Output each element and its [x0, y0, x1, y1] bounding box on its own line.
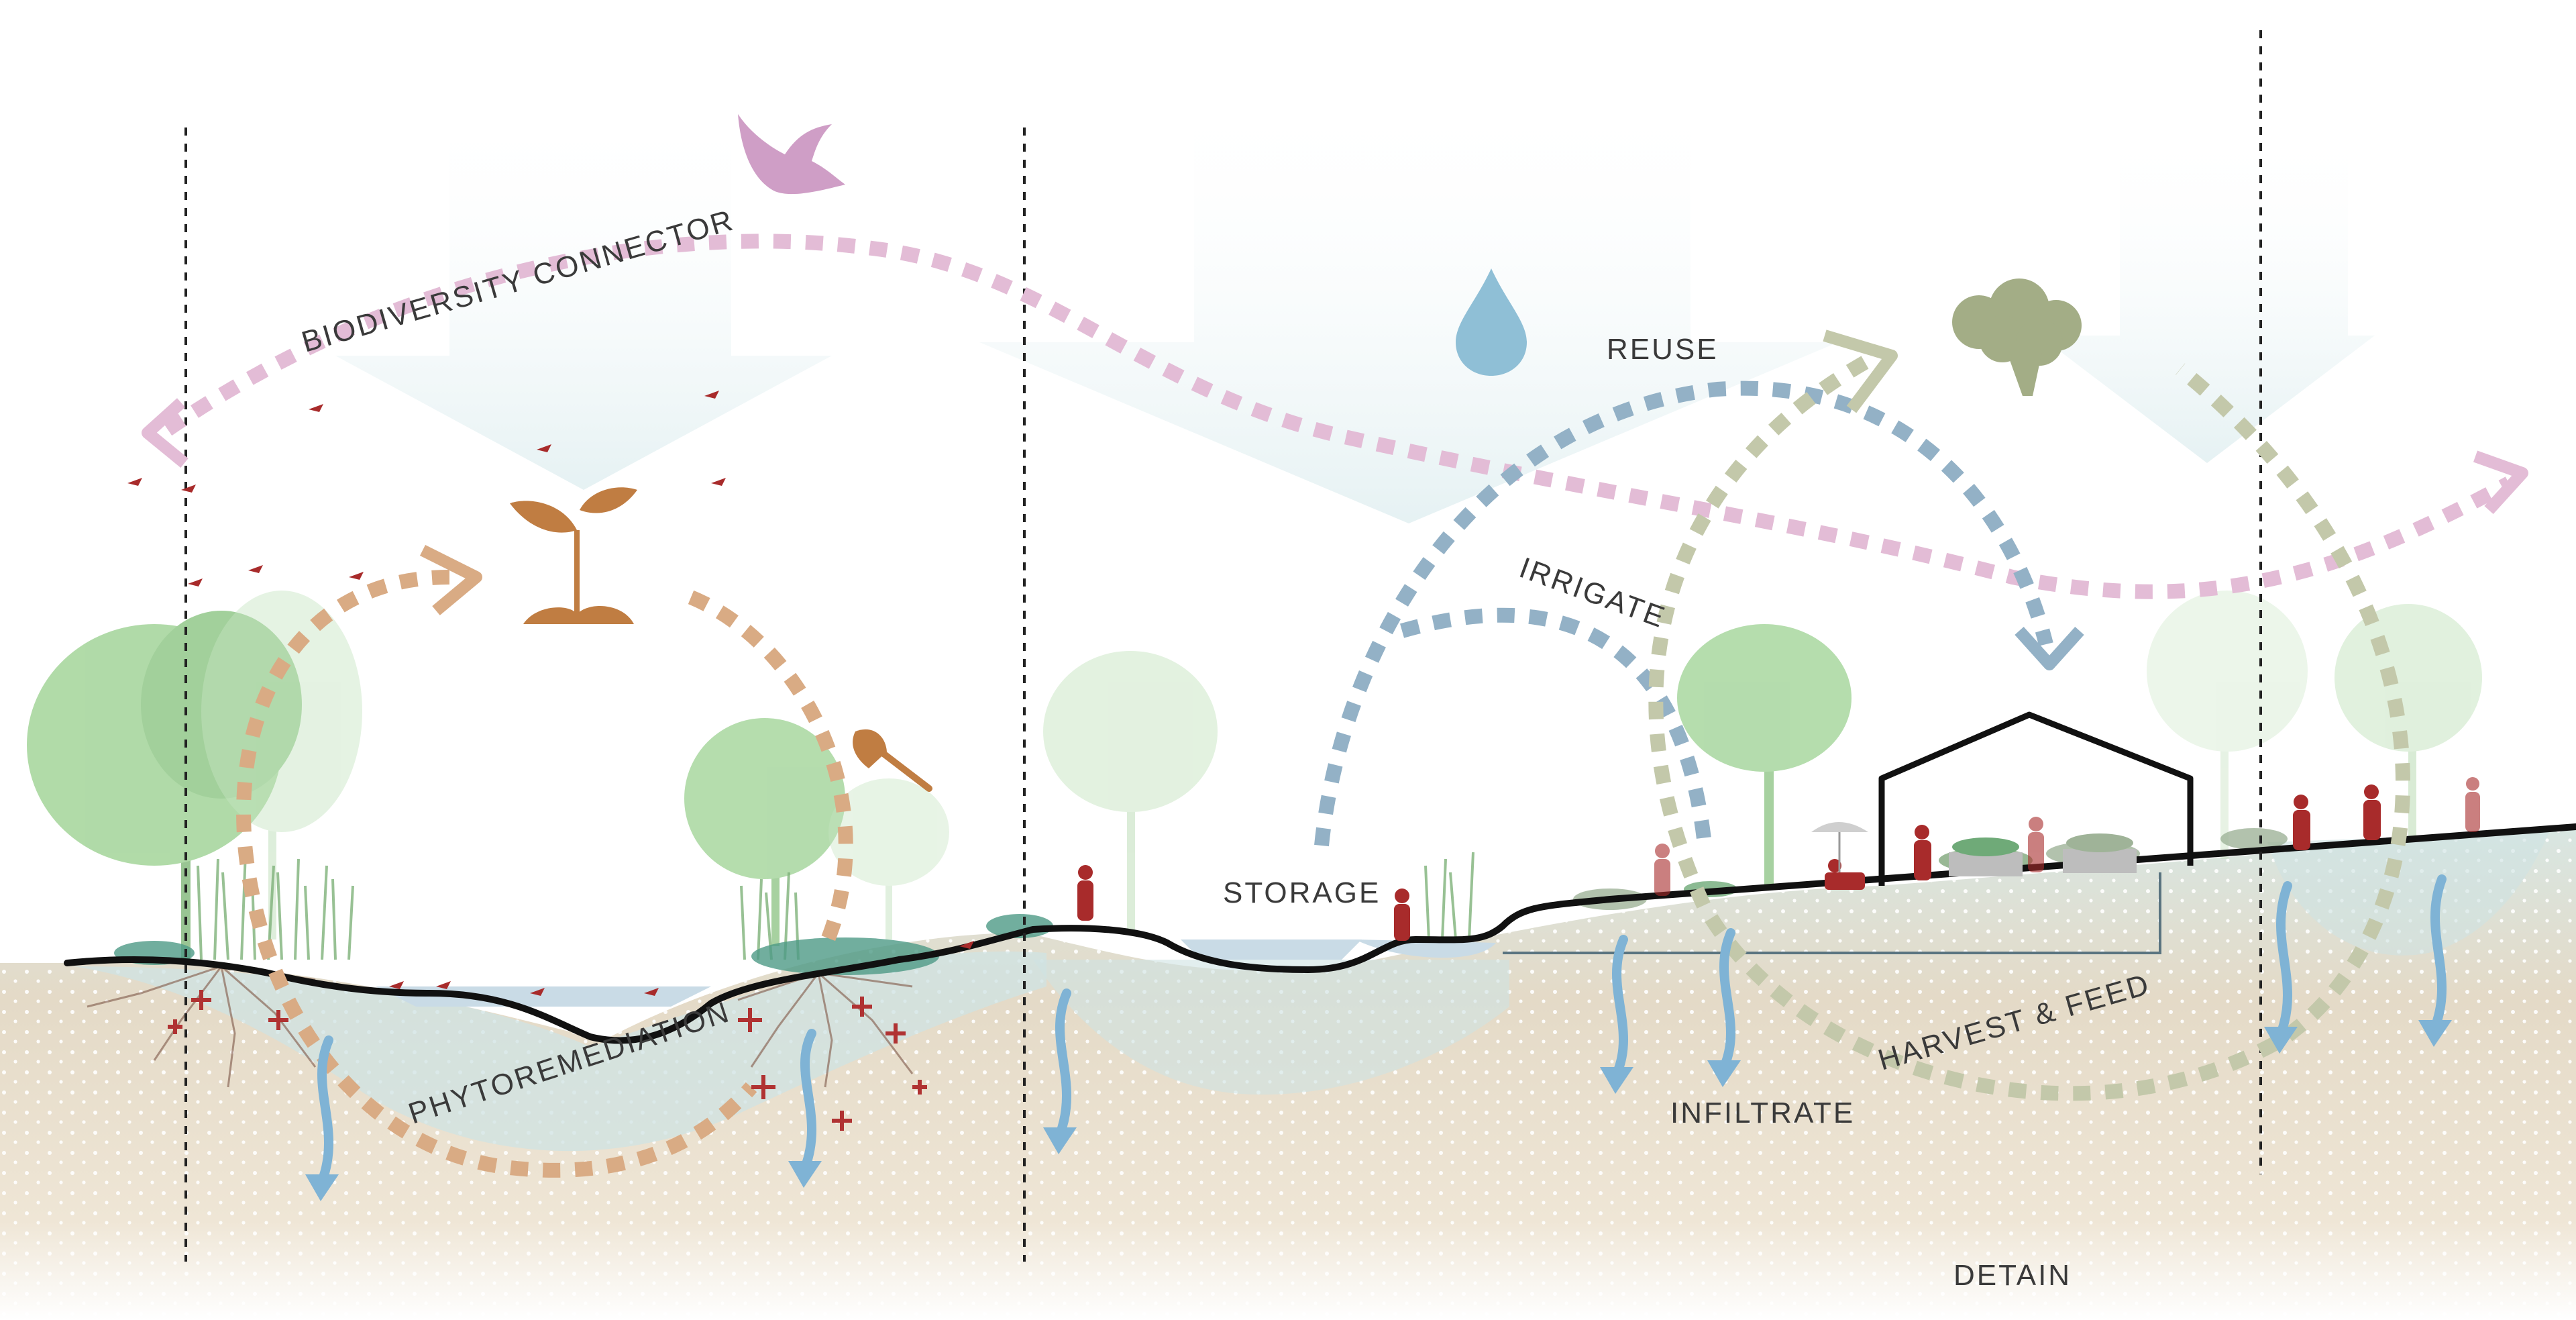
person [2028, 817, 2044, 872]
phyto-arc-right [688, 590, 853, 950]
person [1914, 825, 1931, 880]
ground-surface-line [64, 823, 2576, 1044]
people [1077, 777, 2480, 941]
tree [684, 718, 845, 946]
zone-dividers [184, 30, 2262, 1262]
tree [1043, 651, 1218, 933]
tree [2147, 591, 2308, 859]
bird-icon [738, 114, 845, 195]
biodiversity-arc [163, 234, 2513, 599]
flow-arcs [163, 234, 2513, 1178]
umbrella-icon [1811, 822, 1868, 872]
person [2363, 784, 2381, 840]
tree [201, 591, 362, 940]
axe-icon [853, 729, 932, 792]
label-storage: STORAGE [1223, 876, 1381, 909]
arc-arrowheads [142, 329, 2528, 670]
person [2465, 777, 2480, 832]
tree [1677, 624, 1851, 886]
person [1394, 889, 1410, 941]
tree [828, 778, 949, 940]
infiltration-arrowheads [305, 1020, 2452, 1201]
water-drop-icon [1456, 268, 1527, 376]
roots [87, 965, 914, 1088]
small-birds [127, 391, 974, 996]
sprout-icon [510, 487, 637, 624]
infiltration-arrows [317, 874, 2447, 1186]
reuse-arc [1314, 380, 2053, 847]
tree [27, 611, 302, 960]
person [1077, 865, 1093, 921]
broccoli-icon [1952, 278, 2082, 396]
label-detain: DETAIN [1953, 1259, 2072, 1292]
contaminant-marks [168, 990, 927, 1131]
soil-section [0, 827, 2576, 1320]
label-reuse: REUSE [1607, 333, 1719, 366]
person [1654, 844, 1670, 896]
irrigate-arc [1399, 607, 1711, 840]
greenhouse-icon [1878, 711, 2194, 886]
person [2293, 795, 2310, 850]
label-infiltrate: INFILTRATE [1670, 1097, 1855, 1129]
harvest-arc [1648, 356, 2410, 1101]
person [1825, 859, 1865, 890]
